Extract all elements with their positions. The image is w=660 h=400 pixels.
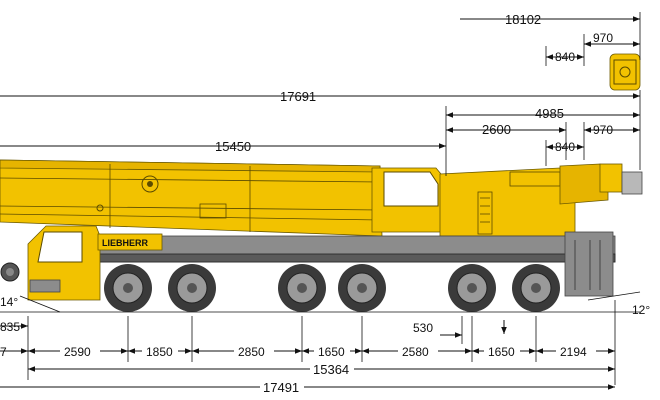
svg-text:835: 835 [0,320,20,334]
svg-text:2590: 2590 [64,345,91,359]
dim-840-top: 840 [545,46,584,66]
svg-text:2194: 2194 [560,345,587,359]
axle-dimension-row: 7 2590 1850 2850 1650 2580 1650 2194 [0,300,616,385]
svg-text:840: 840 [555,140,575,154]
dim-840-mid: 840 [545,140,584,166]
svg-text:15450: 15450 [215,139,251,154]
driver-cab: LIEBHERR [27,225,163,301]
svg-text:17691: 17691 [280,89,316,104]
svg-text:1650: 1650 [318,345,345,359]
dim-4985: 4985 [445,106,640,176]
dim-15364: 15364 [28,361,615,377]
svg-text:14°: 14° [0,295,18,309]
svg-text:970: 970 [593,123,613,137]
svg-text:1650: 1650 [488,345,515,359]
wheel-2 [168,264,216,312]
svg-text:15364: 15364 [313,362,349,377]
front-hook-block [0,262,20,282]
liebherr-logo: LIEBHERR [102,238,149,248]
dim-15450: 15450 [0,139,446,154]
dim-970-mid: 970 [565,122,640,160]
svg-text:17491: 17491 [263,380,299,395]
counterweight-block-icon [609,53,641,91]
wheel-5 [448,264,496,312]
wheel-1 [104,264,152,312]
svg-text:18102: 18102 [505,12,541,27]
svg-text:840: 840 [555,50,575,64]
dim-2600: 2600 [446,122,566,137]
dim-17491: 17491 [0,379,615,395]
carrier-chassis [89,231,616,297]
svg-text:12°: 12° [632,303,650,317]
svg-text:4985: 4985 [535,106,564,121]
wheel-set [104,264,560,312]
svg-text:530: 530 [413,321,433,335]
dim-970-top: 970 [583,31,640,66]
svg-text:970: 970 [593,31,613,45]
rear-angle-label: 12° [587,291,650,317]
front-angle-label: 14° [0,295,61,313]
dim-530: 530 [413,316,463,344]
svg-text:2850: 2850 [238,345,265,359]
superstructure [439,167,576,237]
svg-text:1850: 1850 [146,345,173,359]
rear-counterweight-assembly [559,163,643,205]
svg-text:2600: 2600 [482,122,511,137]
svg-text:7: 7 [0,345,7,359]
wheel-4 [338,264,386,312]
operator-cab [371,167,447,233]
wheel-3 [278,264,326,312]
telescopic-boom [0,159,383,237]
wheel-6 [512,264,560,312]
dim-18102: 18102 [460,12,641,60]
svg-text:2580: 2580 [402,345,429,359]
